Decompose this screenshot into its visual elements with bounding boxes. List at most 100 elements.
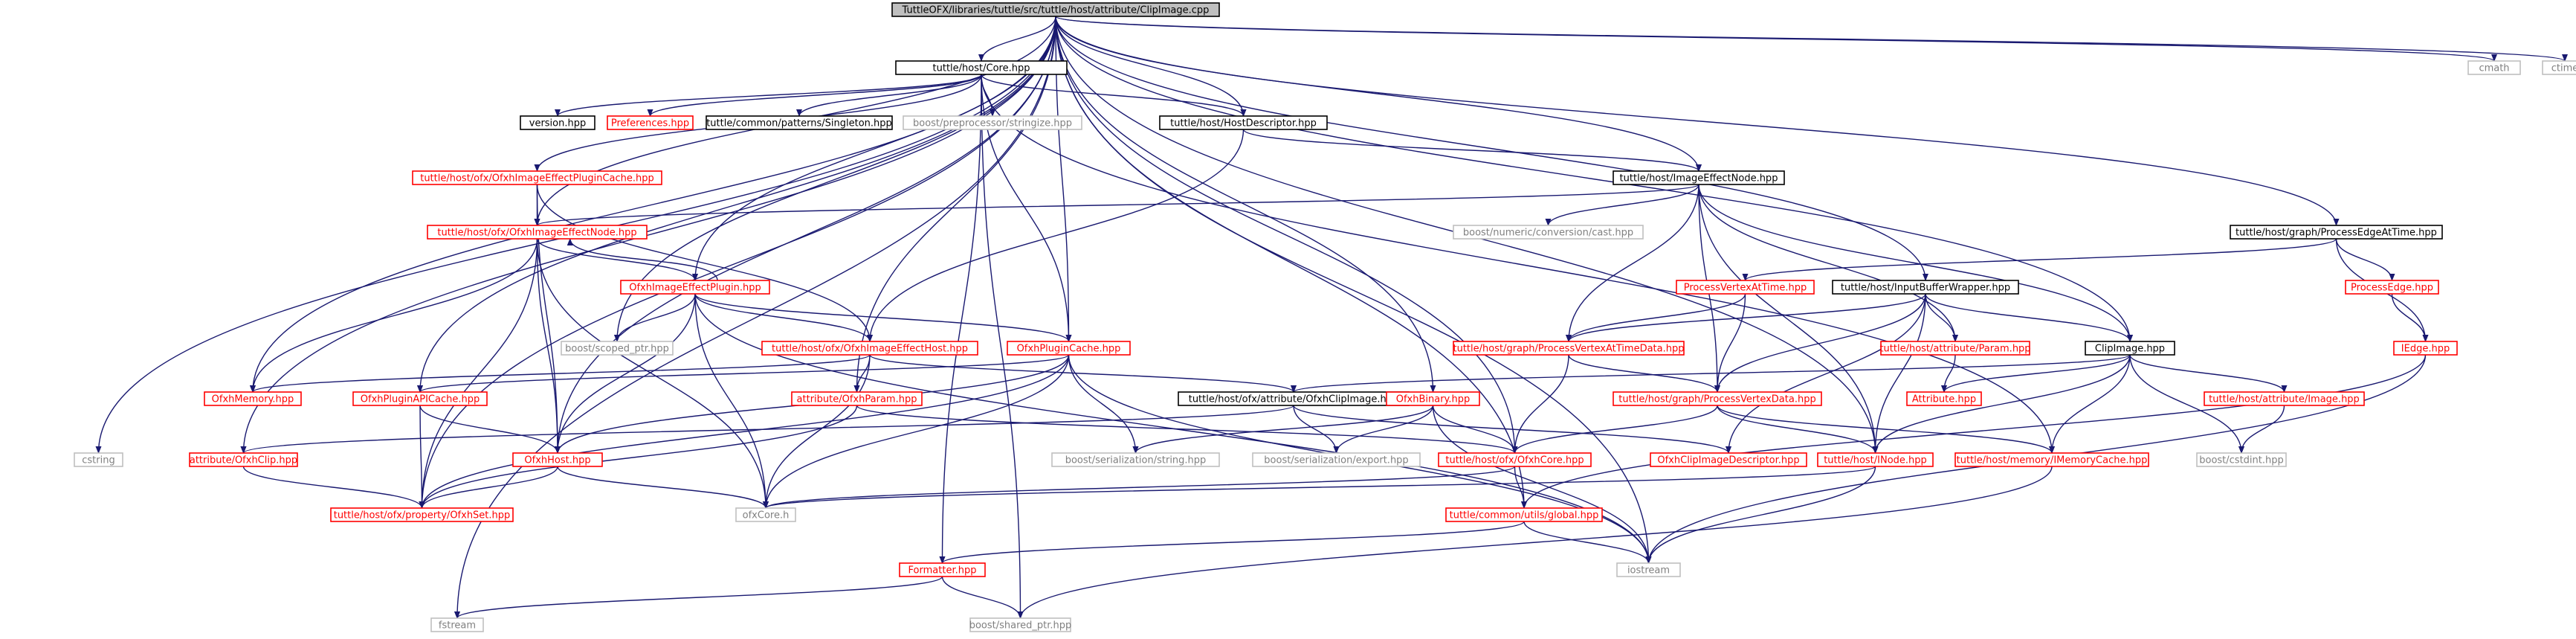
edge-attrImage-to-cstdint bbox=[2238, 405, 2285, 454]
node-ofxBinary[interactable]: OfxhBinary.hpp bbox=[1386, 391, 1480, 406]
edge-inputBufferWrapper-to-pvData bbox=[1714, 293, 1926, 393]
node-ofxHost[interactable]: OfxhHost.hpp bbox=[512, 452, 603, 467]
node-ofxCore[interactable]: tuttle/host/ofx/OfxhCore.hpp bbox=[1438, 452, 1592, 467]
node-label: ClipImage.hpp bbox=[2095, 344, 2165, 355]
edge-ofxNode-to-ofxPlugin bbox=[536, 238, 698, 281]
node-clipImgDesc[interactable]: OfxhClipImageDescriptor.hpp bbox=[1650, 452, 1807, 467]
node-ofxPluginAPICache[interactable]: OfxhPluginAPICache.hpp bbox=[352, 391, 488, 406]
node-label: tuttle/host/ofx/OfxhCore.hpp bbox=[1445, 455, 1584, 466]
node-label: ProcessEdge.hpp bbox=[2351, 283, 2433, 294]
node-numericCast: boost/numeric/conversion/cast.hpp bbox=[1453, 225, 1644, 240]
node-global[interactable]: tuttle/common/utils/global.hpp bbox=[1445, 507, 1603, 522]
edge-pvatData-to-pvData bbox=[1568, 354, 1720, 393]
edge-ofxPluginCache-to-serString bbox=[1068, 354, 1139, 454]
edge-formatter-to-sharedPtr bbox=[941, 576, 1024, 619]
edge-processVertexAtTime-to-pvData bbox=[1714, 293, 1746, 393]
node-formatter[interactable]: Formatter.hpp bbox=[899, 562, 986, 577]
node-singleton: tuttle/common/patterns/Singleton.hpp bbox=[706, 115, 893, 130]
node-ofxPluginCache[interactable]: OfxhPluginCache.hpp bbox=[1007, 341, 1131, 356]
edge-processEdgeAtTime-to-processEdge bbox=[2335, 238, 2395, 281]
edge-clipImage-to-cstdint bbox=[2129, 354, 2244, 454]
node-ofxImageEffectHost[interactable]: tuttle/host/ofx/OfxhImageEffectHost.hpp bbox=[761, 341, 978, 356]
node-iMemCache[interactable]: tuttle/host/memory/IMemoryCache.hpp bbox=[1954, 452, 2149, 467]
node-preferences[interactable]: Preferences.hpp bbox=[607, 115, 694, 130]
node-cstdint: boost/cstdint.hpp bbox=[2196, 452, 2287, 467]
node-processVertexAtTime[interactable]: ProcessVertexAtTime.hpp bbox=[1676, 280, 1815, 295]
node-label: tuttle/host/ImageEffectNode.hpp bbox=[1620, 173, 1778, 184]
node-fstream: fstream bbox=[430, 617, 484, 632]
edge-root-to-ofxBinary bbox=[1055, 16, 1436, 393]
edge-ofxClipImage-to-clipImgDesc bbox=[1293, 405, 1731, 454]
node-ofxPlugin[interactable]: OfxhImageEffectPlugin.hpp bbox=[620, 280, 770, 295]
edge-ofxCore-to-global bbox=[1514, 466, 1527, 509]
node-attrParam[interactable]: tuttle/host/attribute/Param.hpp bbox=[1879, 341, 2031, 356]
node-label: ctime bbox=[2551, 63, 2576, 74]
edge-pluginCacheOfx-to-ofxImageEffectHost bbox=[536, 184, 873, 342]
edge-root-to-clipImage bbox=[1055, 16, 2133, 342]
node-iEdge[interactable]: IEdge.hpp bbox=[2393, 341, 2458, 356]
edge-ofxPluginCache-to-ofxPluginAPICache bbox=[417, 354, 1070, 393]
edge-ofxParam-to-ofxCore bbox=[856, 405, 1518, 454]
node-clipImage: ClipImage.hpp bbox=[2085, 341, 2175, 356]
edge-root-to-ofxMemory bbox=[250, 16, 1056, 393]
node-pluginCacheOfx[interactable]: tuttle/host/ofx/OfxhImageEffectPluginCac… bbox=[412, 170, 662, 185]
edge-iEdge-to-global bbox=[1521, 354, 2427, 509]
edge-root-to-inputBufferWrapper bbox=[1055, 16, 1928, 281]
edge-root-to-ofxClip bbox=[240, 16, 1056, 454]
edge-root-to-ofxSet bbox=[419, 16, 1056, 509]
node-cmath: cmath bbox=[2467, 60, 2521, 75]
edge-ofxNode-to-ofxHost bbox=[536, 238, 561, 454]
node-label: tuttle/host/graph/ProcessVertexData.hpp bbox=[1618, 394, 1815, 405]
node-ofxClip[interactable]: attribute/OfxhClip.hpp bbox=[189, 452, 298, 467]
node-ofxMemory[interactable]: OfxhMemory.hpp bbox=[204, 391, 302, 406]
node-ofxNode[interactable]: tuttle/host/ofx/OfxhImageEffectNode.hpp bbox=[427, 225, 648, 240]
node-label: Preferences.hpp bbox=[611, 118, 689, 129]
node-label: boost/cstdint.hpp bbox=[2199, 455, 2284, 466]
node-ctime: ctime bbox=[2542, 60, 2576, 75]
file-nodes: TuttleOFX/libraries/tuttle/src/tuttle/ho… bbox=[74, 2, 2576, 632]
node-label: attribute/OfxhClip.hpp bbox=[190, 455, 297, 466]
node-label: ofxCore.h bbox=[743, 510, 790, 521]
node-pvatData[interactable]: tuttle/host/graph/ProcessVertexAtTimeDat… bbox=[1453, 341, 1685, 356]
edge-iNode-to-iostream bbox=[1645, 466, 1876, 564]
edge-hostdesc-to-imageEffectNode bbox=[1242, 129, 1702, 172]
node-ofxParam[interactable]: attribute/OfxhParam.hpp bbox=[791, 391, 923, 406]
edge-clipImage-to-attribute bbox=[1941, 354, 2131, 393]
node-inputBufferWrapper: tuttle/host/InputBufferWrapper.hpp bbox=[1832, 280, 2019, 295]
node-pvData[interactable]: tuttle/host/graph/ProcessVertexData.hpp bbox=[1613, 391, 1822, 406]
node-hostdesc: tuttle/host/HostDescriptor.hpp bbox=[1159, 115, 1328, 130]
edge-root-to-ofxHost bbox=[555, 16, 1056, 454]
node-label: TuttleOFX/libraries/tuttle/src/tuttle/ho… bbox=[902, 5, 1210, 16]
node-label: OfxhImageEffectPlugin.hpp bbox=[629, 283, 761, 294]
edge-imageEffectNode-to-pvatData bbox=[1566, 184, 1699, 342]
node-label: tuttle/host/INode.hpp bbox=[1824, 455, 1927, 466]
node-iNode[interactable]: tuttle/host/INode.hpp bbox=[1817, 452, 1934, 467]
node-label: OfxhHost.hpp bbox=[524, 455, 590, 466]
node-label: tuttle/host/ofx/attribute/OfxhClipImage.… bbox=[1189, 394, 1399, 405]
edge-root-to-ofxPluginAPICache bbox=[417, 16, 1056, 393]
edge-imageEffectNode-to-attrParam bbox=[1698, 184, 1958, 342]
node-scopedPtr: boost/scoped_ptr.hpp bbox=[561, 341, 674, 356]
node-label: Formatter.hpp bbox=[908, 565, 977, 577]
edge-ofxImageEffectHost-to-ofxCoreH bbox=[763, 354, 871, 509]
edge-iMemCache-to-sharedPtr bbox=[1017, 466, 2053, 619]
node-processEdge[interactable]: ProcessEdge.hpp bbox=[2345, 280, 2439, 295]
node-attribute[interactable]: Attribute.hpp bbox=[1906, 391, 1982, 406]
edge-ofxPluginCache-to-ofxCoreH bbox=[763, 354, 1070, 509]
edge-ofxPlugin-to-ofxImageEffectHost bbox=[694, 293, 873, 342]
edge-ofxHost-to-ofxCoreH bbox=[557, 466, 769, 509]
edge-imageEffectNode-to-clipImage bbox=[1698, 184, 2133, 342]
edge-ofxClipImage-to-serExport bbox=[1293, 405, 1340, 454]
node-label: tuttle/host/graph/ProcessEdgeAtTime.hpp bbox=[2236, 228, 2437, 239]
node-label: IEdge.hpp bbox=[2401, 344, 2450, 355]
node-ofxSet[interactable]: tuttle/host/ofx/property/OfxhSet.hpp bbox=[330, 507, 514, 522]
node-attrImage[interactable]: tuttle/host/attribute/Image.hpp bbox=[2204, 391, 2365, 406]
node-label: tuttle/host/HostDescriptor.hpp bbox=[1170, 118, 1317, 129]
edge-ofxBinary-to-ofxCore bbox=[1432, 405, 1518, 454]
node-label: OfxhMemory.hpp bbox=[212, 394, 294, 405]
node-label: boost/serialization/export.hpp bbox=[1264, 455, 1408, 466]
node-label: tuttle/host/InputBufferWrapper.hpp bbox=[1841, 283, 2010, 294]
node-label: OfxhBinary.hpp bbox=[1396, 394, 1471, 405]
edge-root-to-ofxPlugin bbox=[692, 16, 1056, 281]
edge-inputBufferWrapper-to-iNode bbox=[1872, 293, 1926, 454]
